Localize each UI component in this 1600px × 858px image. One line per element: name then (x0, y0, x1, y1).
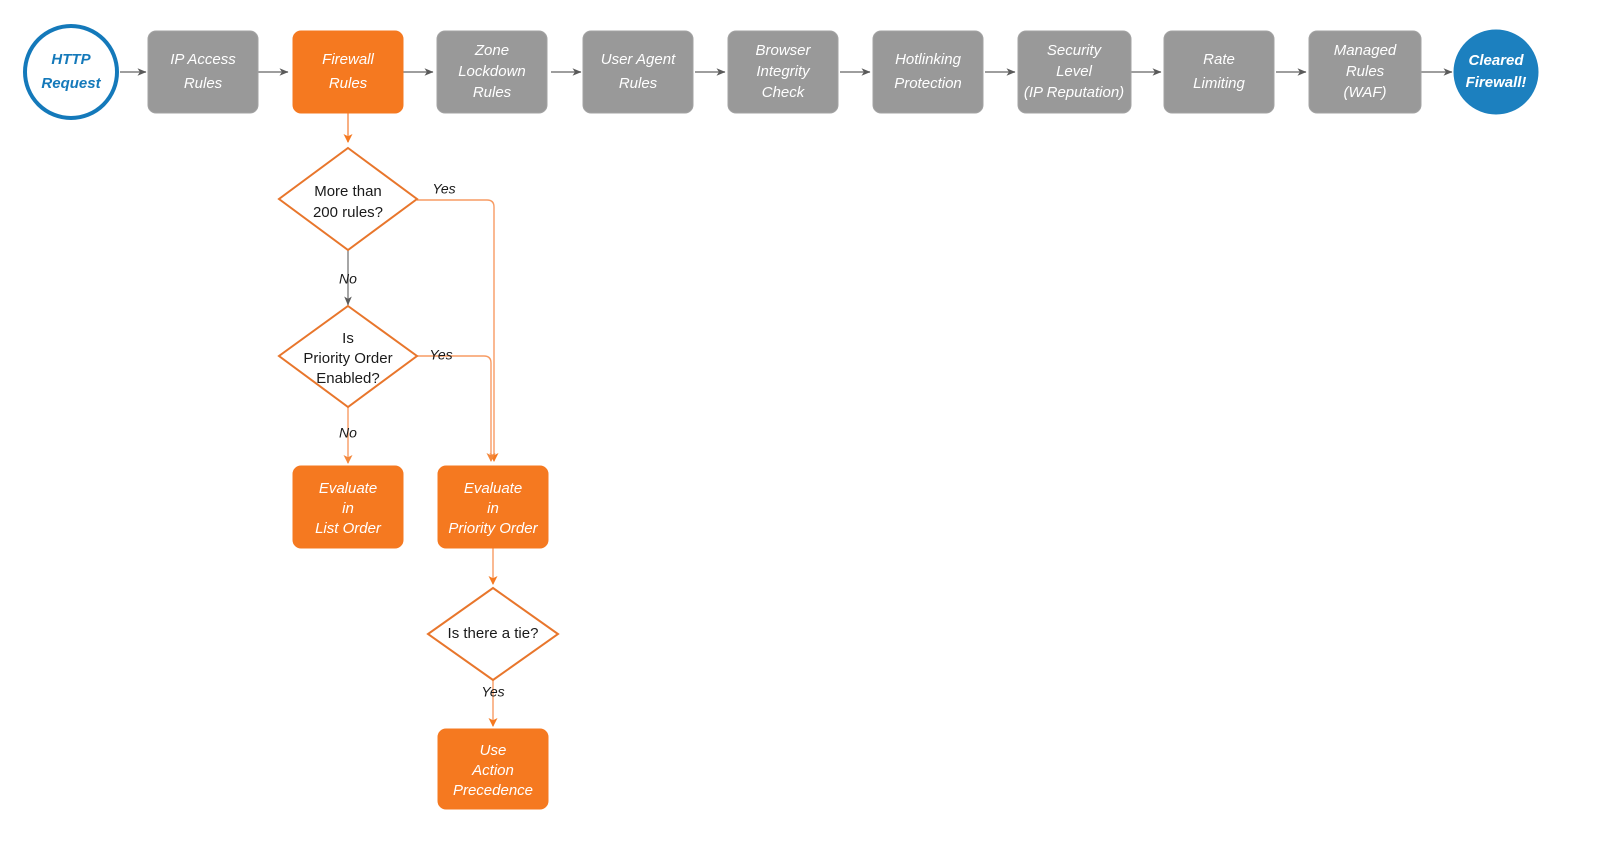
more-than-200-rules-label-line2: 200 rules? (313, 204, 383, 221)
security-level-label-line2: Level (1056, 63, 1093, 80)
evaluate-list-order-label-line2: in (342, 500, 354, 517)
edge-labels: Yes No Yes No Yes (339, 181, 505, 700)
edge-label-decision-priority-yes: Yes (429, 347, 452, 363)
managed-rules-waf-box (1308, 30, 1422, 114)
edge-label-decision-priority-no: No (339, 425, 357, 441)
node-use-action-precedence[interactable]: Use Action Precedence (437, 728, 549, 810)
managed-rules-waf-label-line1: Managed (1334, 42, 1397, 59)
priority-order-enabled-label-line3: Enabled? (316, 370, 379, 387)
node-hotlinking-protection[interactable]: Hotlinking Protection (872, 30, 984, 114)
evaluate-priority-order-label-line1: Evaluate (464, 480, 522, 497)
node-firewall-rules[interactable]: Firewall Rules (292, 30, 404, 114)
hotlinking-protection-box (872, 30, 984, 114)
cleared-firewall-label-line1: Cleared (1468, 52, 1524, 69)
evaluate-list-order-label-line3: List Order (315, 520, 382, 537)
hotlinking-protection-label-line1: Hotlinking (895, 51, 962, 68)
node-security-level[interactable]: Security Level (IP Reputation) (1017, 30, 1132, 114)
user-agent-rules-label-line1: User Agent (601, 51, 676, 68)
managed-rules-waf-label-line3: (WAF) (1343, 84, 1386, 101)
cleared-firewall-label-line2: Firewall! (1466, 74, 1527, 91)
node-cleared-firewall[interactable]: Cleared Firewall! (1453, 29, 1539, 115)
node-ip-access-rules[interactable]: IP Access Rules (147, 30, 259, 114)
decision-more-than-200-rules[interactable]: More than 200 rules? (277, 146, 419, 252)
rate-limiting-box (1163, 30, 1275, 114)
edge-decision-priority-yes (417, 355, 496, 462)
firewall-rules-box (292, 30, 404, 114)
node-http-request[interactable]: HTTP Request (23, 24, 119, 120)
zone-lockdown-rules-label-line2: Lockdown (458, 63, 526, 80)
node-browser-integrity-check[interactable]: Browser Integrity Check (727, 30, 839, 114)
use-action-precedence-box (437, 728, 549, 810)
browser-integrity-check-label-line3: Check (762, 84, 806, 101)
edge-label-tie-yes: Yes (481, 684, 504, 700)
node-rate-limiting[interactable]: Rate Limiting (1163, 30, 1275, 114)
more-than-200-rules-diamond (277, 146, 419, 252)
edge-decision-200-yes (417, 199, 499, 462)
zone-lockdown-rules-label-line1: Zone (474, 42, 509, 59)
zone-lockdown-rules-box (436, 30, 548, 114)
security-level-box (1017, 30, 1132, 114)
node-evaluate-list-order[interactable]: Evaluate in List Order (292, 465, 404, 549)
security-level-label-line1: Security (1047, 42, 1103, 59)
evaluate-list-order-label-line1: Evaluate (319, 480, 377, 497)
branch-connectors: right then down to Evaluate in Priority … (343, 113, 499, 727)
node-user-agent-rules[interactable]: User Agent Rules (582, 30, 694, 114)
rate-limiting-label-line1: Rate (1203, 51, 1235, 68)
security-level-label-line3: (IP Reputation) (1024, 84, 1124, 101)
http-request-label-line1: HTTP (51, 51, 91, 68)
use-action-precedence-label-line2: Action (471, 762, 514, 779)
managed-rules-waf-label-line2: Rules (1346, 63, 1385, 80)
http-request-circle (23, 24, 119, 120)
rate-limiting-label-line2: Limiting (1193, 75, 1245, 92)
user-agent-rules-box (582, 30, 694, 114)
priority-order-enabled-label-line2: Priority Order (303, 350, 392, 367)
is-there-a-tie-label: Is there a tie? (448, 625, 539, 642)
hotlinking-protection-label-line2: Protection (894, 75, 962, 92)
use-action-precedence-label-line1: Use (480, 742, 507, 759)
edge-label-decision-200-no: No (339, 271, 357, 287)
is-there-a-tie-diamond (426, 586, 560, 682)
ip-access-rules-label-line1: IP Access (170, 51, 236, 68)
node-zone-lockdown-rules[interactable]: Zone Lockdown Rules (436, 30, 548, 114)
decision-is-there-a-tie[interactable]: Is there a tie? (426, 586, 560, 682)
node-evaluate-priority-order[interactable]: Evaluate in Priority Order (437, 465, 549, 549)
more-than-200-rules-label-line1: More than (314, 183, 382, 200)
browser-integrity-check-box (727, 30, 839, 114)
decision-priority-order-enabled[interactable]: Is Priority Order Enabled? (277, 304, 419, 409)
ip-access-rules-label-line2: Rules (184, 75, 223, 92)
node-managed-rules-waf[interactable]: Managed Rules (WAF) (1308, 30, 1422, 114)
evaluate-list-order-box (292, 465, 404, 549)
use-action-precedence-label-line3: Precedence (453, 782, 533, 799)
user-agent-rules-label-line2: Rules (619, 75, 658, 92)
http-request-label-line2: Request (41, 75, 101, 92)
firewall-rules-label-line1: Firewall (322, 51, 374, 68)
browser-integrity-check-label-line1: Browser (755, 42, 811, 59)
ip-access-rules-box (147, 30, 259, 114)
firewall-rules-label-line2: Rules (329, 75, 368, 92)
zone-lockdown-rules-label-line3: Rules (473, 84, 512, 101)
priority-order-enabled-label-line1: Is (342, 330, 354, 347)
browser-integrity-check-label-line2: Integrity (756, 63, 811, 80)
evaluate-priority-order-label-line3: Priority Order (448, 520, 538, 537)
evaluate-priority-order-box (437, 465, 549, 549)
evaluate-priority-order-label-line2: in (487, 500, 499, 517)
edge-label-decision-200-yes: Yes (432, 181, 455, 197)
priority-order-enabled-diamond (277, 304, 419, 409)
cleared-firewall-circle (1453, 29, 1539, 115)
